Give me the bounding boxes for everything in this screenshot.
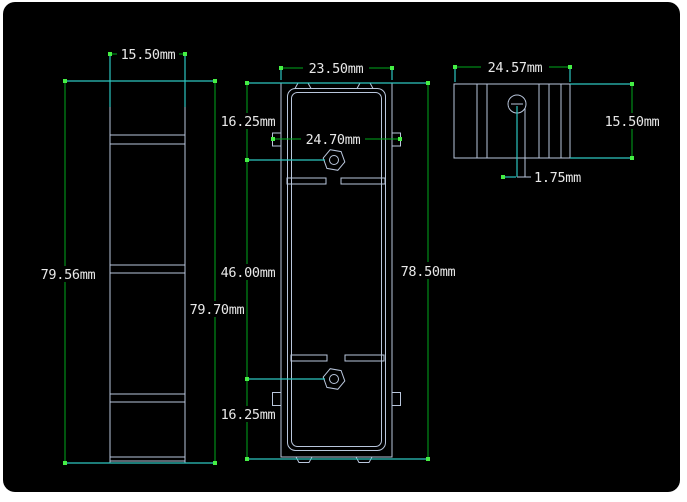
hole	[329, 155, 339, 165]
hole	[329, 374, 339, 384]
dim-label-side-width: 15.50mm	[121, 47, 176, 63]
bottom-tab	[295, 456, 313, 463]
dim-label-top-width: 24.57mm	[488, 60, 543, 76]
side-notch	[272, 392, 281, 406]
side-notch	[392, 392, 401, 406]
front-view-dimensions: 23.50mm 16.25mm 24.70mm 46.00mm 78.50mm …	[221, 61, 456, 461]
dim-label-side-height-left: 79.56mm	[41, 267, 96, 283]
dim-label-top-hole-offset: 1.75mm	[534, 170, 581, 186]
dim-label-front-hole-spacing: 46.00mm	[221, 265, 276, 281]
top-view-dimensions: 24.57mm 15.50mm 1.75mm	[453, 60, 660, 186]
drawing-canvas	[3, 2, 680, 492]
dim-label-front-hole-bottom: 16.25mm	[221, 407, 276, 423]
top-view: 24.57mm 15.50mm 1.75mm	[453, 60, 660, 186]
dim-label-front-width: 23.50mm	[309, 61, 364, 77]
dim-label-front-hole-top: 16.25mm	[221, 114, 276, 130]
bottom-tab	[355, 456, 373, 463]
side-view-dimensions: 15.50mm 79.56mm 79.70mm	[41, 47, 245, 465]
top-view-outline	[453, 83, 571, 178]
hex-boss	[322, 149, 346, 171]
dim-label-top-depth: 15.50mm	[605, 114, 660, 130]
dim-label-front-height: 78.50mm	[401, 264, 456, 280]
hex-boss	[322, 368, 346, 390]
dim-label-front-tab-span: 24.70mm	[306, 132, 361, 148]
dim-label-side-height-right: 79.70mm	[190, 302, 245, 318]
side-view: 15.50mm 79.56mm 79.70mm	[41, 47, 245, 465]
front-view: 23.50mm 16.25mm 24.70mm 46.00mm 78.50mm …	[221, 61, 456, 463]
